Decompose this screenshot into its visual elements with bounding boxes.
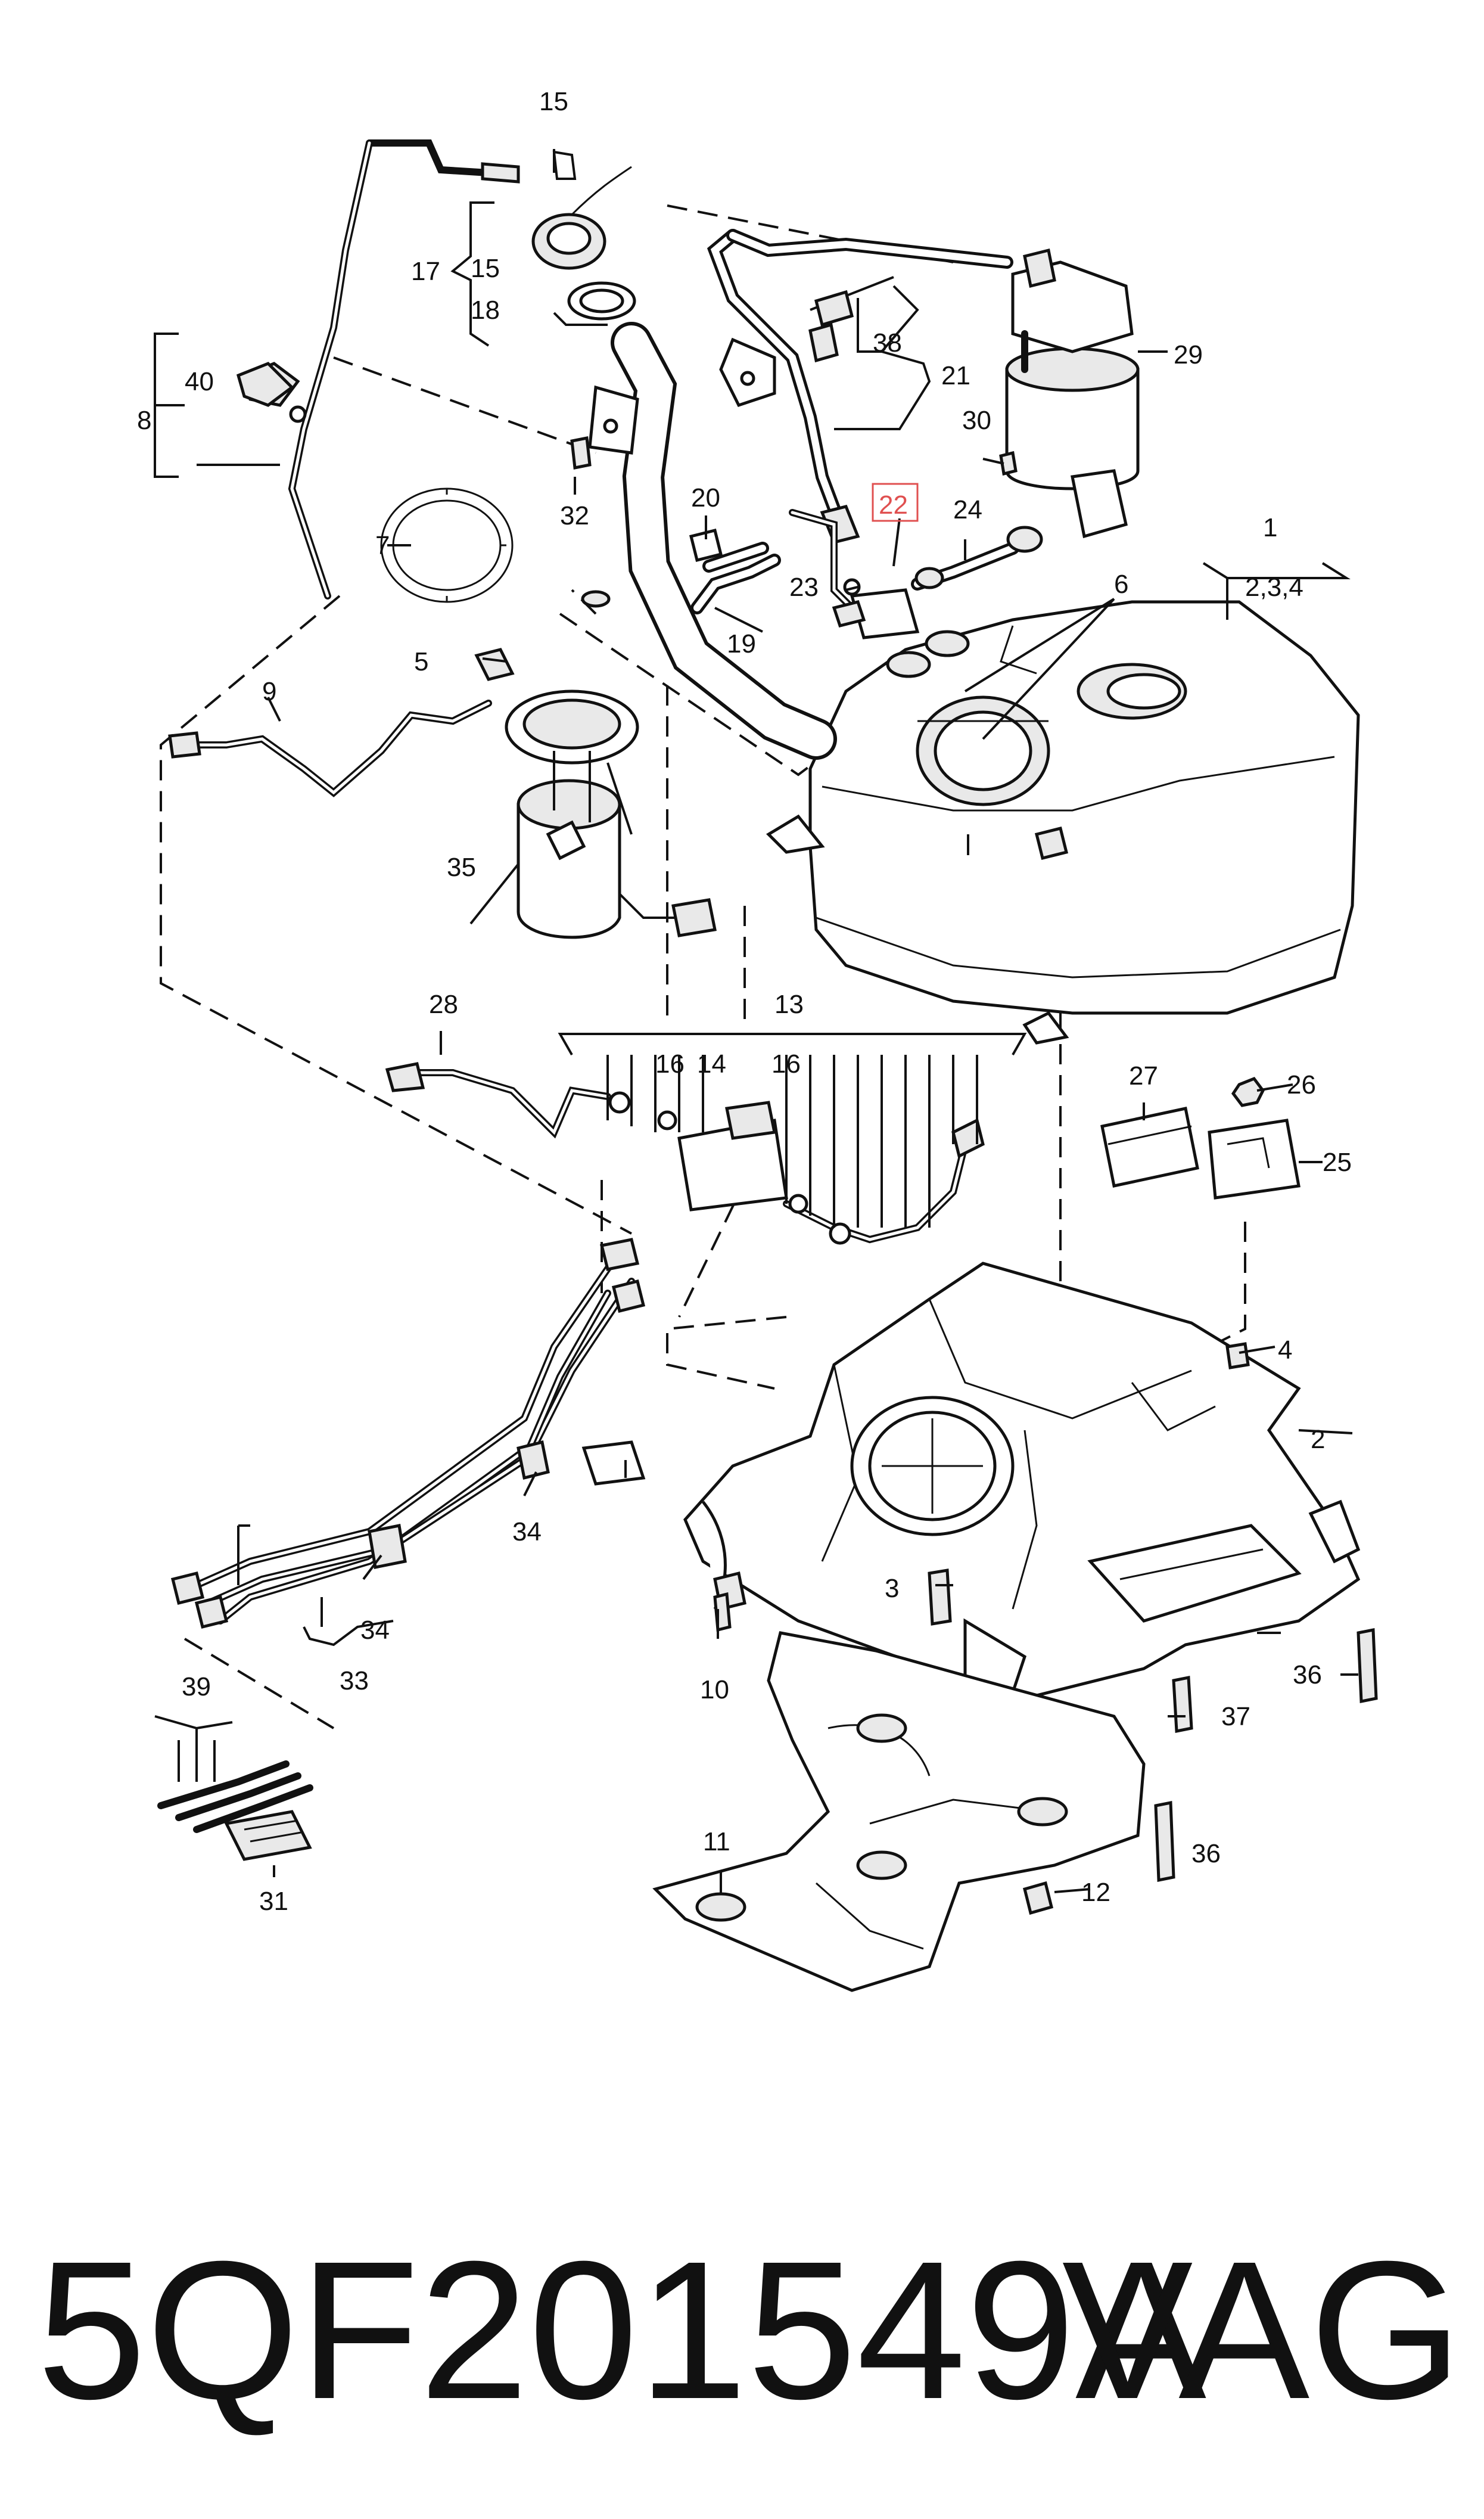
leader-lines — [154, 149, 1358, 1895]
filler-neck-hose — [581, 322, 837, 760]
callout-30: 30 — [962, 406, 991, 435]
callout-39: 39 — [182, 1672, 211, 1701]
callout-28: 28 — [429, 990, 458, 1019]
chassis-fuel-lines — [170, 1238, 646, 1629]
fuel-tank — [766, 600, 1360, 1045]
callout-33: 33 — [340, 1666, 369, 1695]
vent-hoses — [689, 509, 1043, 639]
callout-7: 7 — [375, 531, 390, 560]
callout-37: 37 — [1221, 1702, 1250, 1731]
callout-9: 9 — [262, 677, 276, 706]
callout-34-lower: 34 — [360, 1616, 390, 1645]
tank-support-frame — [581, 1262, 1361, 1700]
callout-36-right: 36 — [1293, 1660, 1322, 1689]
callout-26: 26 — [1287, 1070, 1316, 1099]
callout-5: 5 — [414, 647, 428, 676]
clip-40 — [236, 362, 294, 407]
charcoal-canister — [1005, 248, 1140, 539]
callout-3: 3 — [885, 1574, 899, 1603]
part-number: 5QF201549A — [37, 2220, 1207, 2440]
callout-16-right: 16 — [771, 1049, 801, 1079]
underbody-guard — [652, 1631, 1146, 1992]
callout-12: 12 — [1081, 1878, 1110, 1907]
fuel-line-9 — [168, 700, 492, 797]
callout-labels: 1 2,3,4 2 3 4 5 6 7 8 9 10 11 12 13 14 1… — [137, 87, 1352, 1916]
callout-21: 21 — [941, 361, 970, 390]
callout-36-lower: 36 — [1191, 1839, 1221, 1868]
bolts — [713, 1342, 1378, 1915]
callout-2: 2 — [1311, 1425, 1325, 1454]
callout-38: 38 — [873, 328, 902, 358]
fuel-pump-module — [474, 648, 717, 939]
callout-34-upper: 34 — [512, 1517, 542, 1546]
hardware-top — [570, 436, 1265, 1107]
callout-22: 22 — [879, 490, 908, 520]
callout-24: 24 — [953, 495, 982, 524]
filler-cap — [531, 150, 636, 321]
callout-11: 11 — [703, 1827, 730, 1856]
callout-29: 29 — [1174, 340, 1203, 369]
callout-16-left: 16 — [655, 1049, 685, 1079]
callout-1-sub: 2,3,4 — [1245, 573, 1303, 602]
brand-label: VAG — [1062, 2220, 1463, 2440]
callout-35: 35 — [447, 853, 476, 882]
callout-20: 20 — [691, 483, 720, 513]
callout-32: 32 — [560, 501, 589, 530]
callout-27: 27 — [1129, 1061, 1158, 1091]
callout-15-side: 15 — [471, 254, 500, 283]
callout-8: 8 — [137, 406, 151, 435]
callout-13: 13 — [774, 990, 804, 1019]
callout-40: 40 — [185, 367, 214, 396]
callout-23: 23 — [789, 573, 819, 602]
callout-15-top: 15 — [539, 87, 568, 116]
callout-17: 17 — [411, 257, 440, 286]
callout-22-highlight-box — [872, 483, 919, 522]
connectors — [157, 1760, 313, 1861]
callout-18: 18 — [471, 296, 500, 325]
callout-14: 14 — [697, 1049, 726, 1079]
fuel-filter-assembly — [385, 1062, 985, 1245]
footer: 5QF201549A VAG — [0, 2205, 1484, 2455]
fuel-line-left — [242, 139, 520, 600]
callout-31: 31 — [259, 1887, 288, 1916]
control-unit — [1100, 1107, 1301, 1200]
tie-strap — [810, 276, 894, 327]
breather-hose — [707, 229, 1013, 544]
callout-19: 19 — [727, 629, 756, 659]
callout-4: 4 — [1278, 1335, 1292, 1365]
callout-10: 10 — [700, 1675, 729, 1704]
callout-25: 25 — [1323, 1148, 1352, 1177]
callout-1: 1 — [1263, 513, 1277, 542]
callout-6: 6 — [1114, 570, 1128, 599]
exploded-parts-diagram: 1 2,3,4 2 3 4 5 6 7 8 9 10 11 12 13 14 1… — [137, 87, 1378, 1992]
